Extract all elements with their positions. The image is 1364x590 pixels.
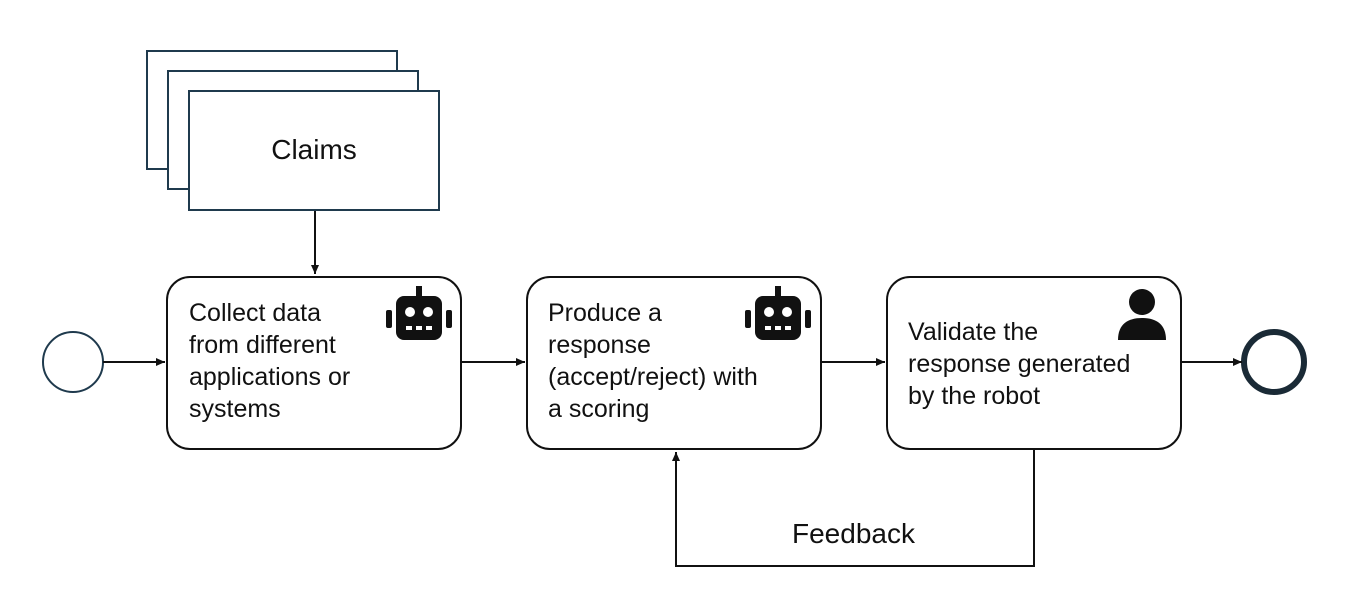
feedback-label: Feedback <box>792 518 915 549</box>
task-collect-data: Collect data from different applications… <box>166 276 462 450</box>
robot-icon <box>386 286 452 340</box>
flow-feedback-loop <box>672 450 1035 567</box>
task-produce-response: Produce a response (accept/reject) with … <box>526 276 822 450</box>
claims-data-object: Claims <box>188 90 440 211</box>
person-icon <box>1118 289 1166 340</box>
end-event <box>1241 329 1307 395</box>
task-validate-response-text: Validate the response generated by the r… <box>908 318 1131 410</box>
task-validate-response: Validate the response generated by the r… <box>886 276 1182 450</box>
robot-icon <box>745 286 811 340</box>
task-produce-response-text: Produce a response (accept/reject) with … <box>548 299 758 423</box>
task-collect-data-text: Collect data from different applications… <box>189 299 351 423</box>
start-event <box>42 331 104 393</box>
claims-label: Claims <box>271 134 357 165</box>
